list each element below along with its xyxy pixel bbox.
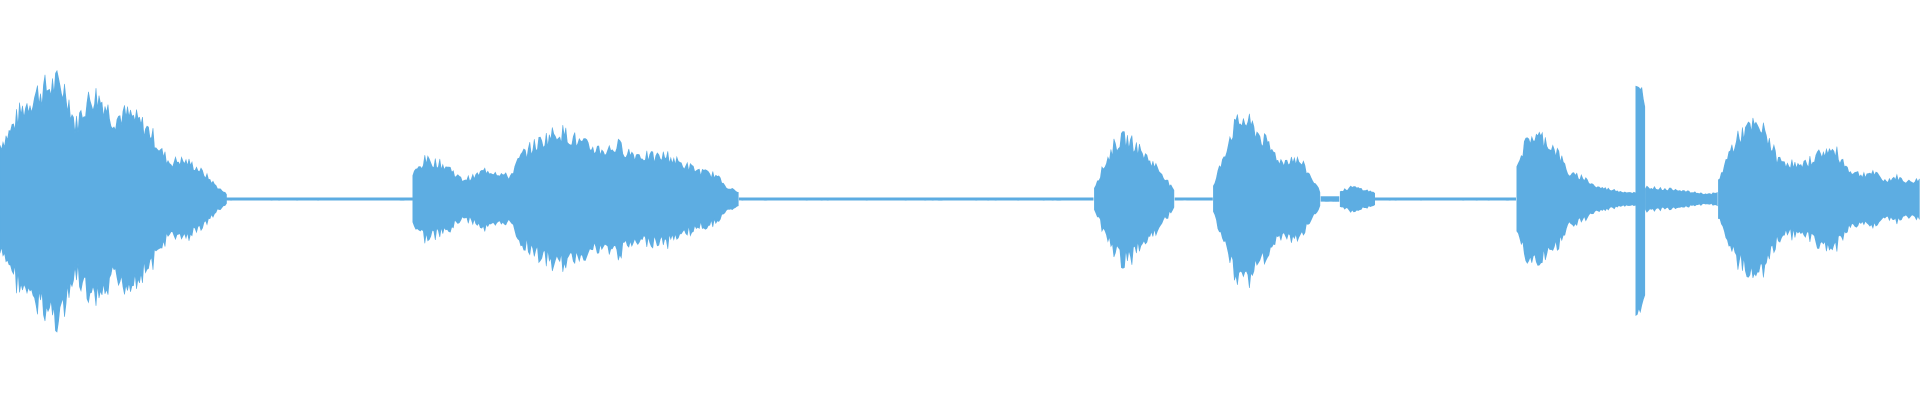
waveform-segment (738, 197, 1094, 201)
waveform-segment (226, 197, 413, 201)
waveform-segment (412, 125, 739, 272)
waveform-segment (1718, 117, 1920, 278)
waveform-segment (0, 69, 227, 333)
waveform-segment (1516, 131, 1636, 266)
waveform-segment (1635, 85, 1646, 316)
waveform-segment (1174, 197, 1213, 201)
waveform-segment (1320, 196, 1340, 202)
waveform-segment (1645, 185, 1718, 213)
waveform-segment (1374, 197, 1516, 201)
waveform-segment (1339, 185, 1375, 213)
waveform-segment (1213, 113, 1321, 289)
waveform-segment (1094, 131, 1175, 269)
